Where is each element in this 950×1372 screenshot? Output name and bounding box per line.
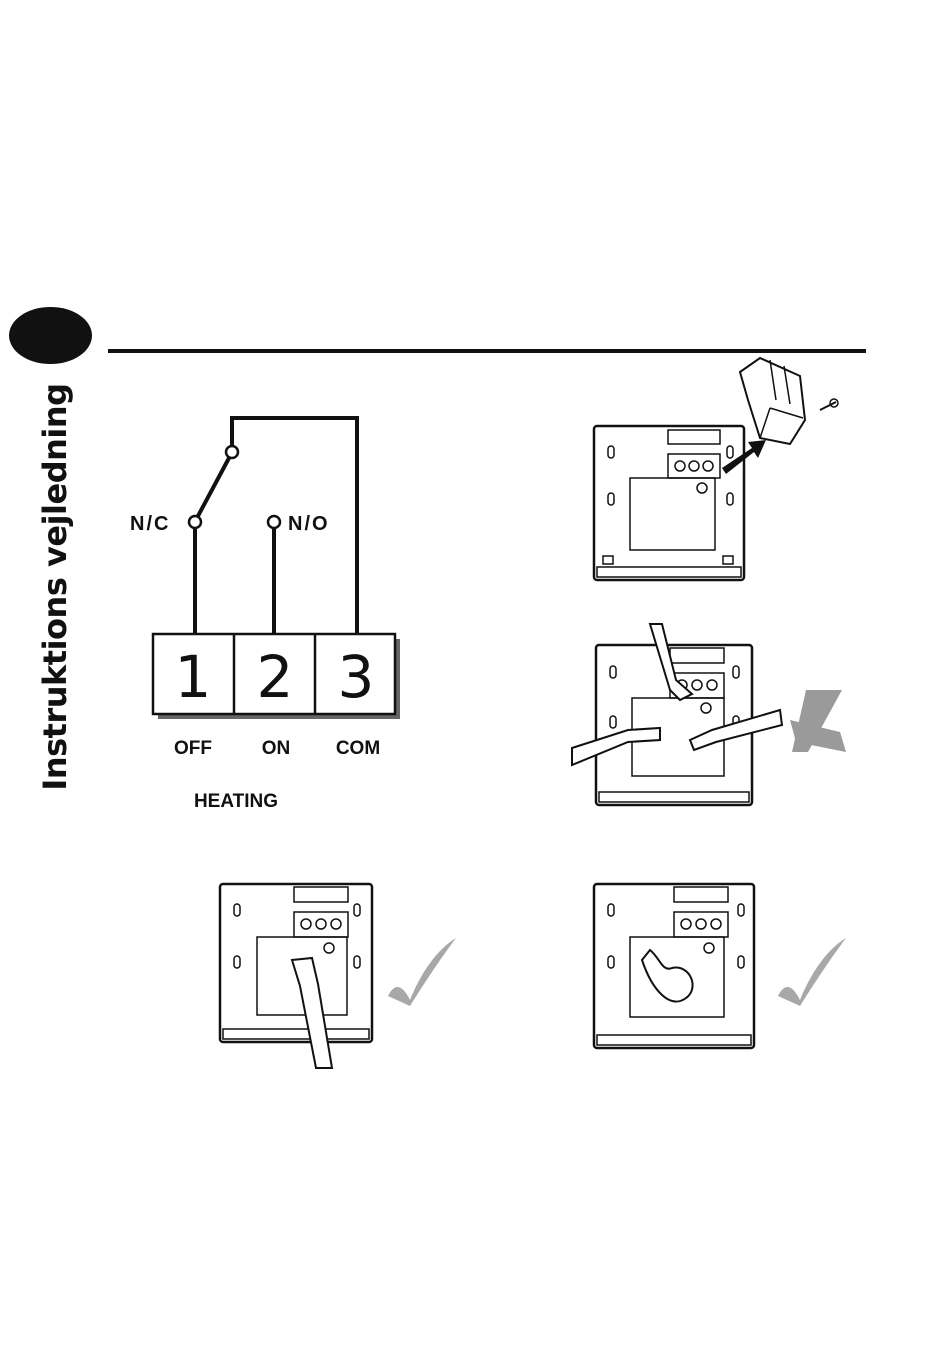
check-mark-icon [778, 938, 846, 1006]
